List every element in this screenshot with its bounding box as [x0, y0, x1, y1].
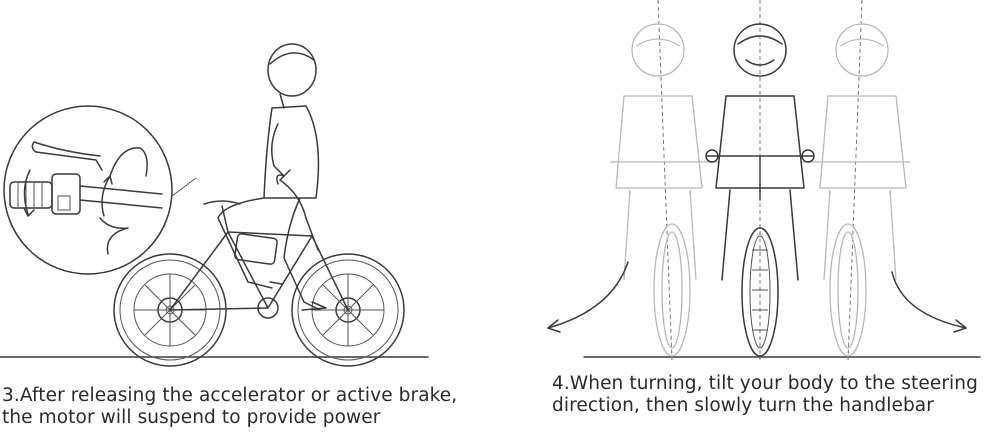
tilt-axis-left: [657, 0, 673, 361]
step-4-caption: 4.When turning, tilt your body to the st…: [552, 373, 978, 417]
rider-icon: [217, 43, 327, 311]
throttle-brake-inset-icon: [3, 105, 197, 275]
turn-right-arrow-icon: [891, 271, 967, 333]
step-3-caption-line-1: 3.After releasing the accelerator or act…: [2, 385, 458, 406]
step-3-illustration: [0, 43, 429, 367]
step-3-caption-line-2: the motor will suspend to provide power: [2, 407, 381, 428]
rider-upright-icon: [705, 23, 815, 357]
step-3-caption: 3.After releasing the accelerator or act…: [2, 385, 457, 429]
step-4-caption-line-2: direction, then slowly turn the handleba…: [552, 395, 934, 416]
step-4-illustration: [547, 0, 981, 361]
rider-tilt-left-icon: [610, 23, 720, 357]
bike-frame-icon: [169, 169, 349, 319]
panel-step-4: 4.When turning, tilt your body to the st…: [520, 0, 986, 440]
tilt-axis-right: [847, 0, 863, 361]
step-4-caption-line-1: 4.When turning, tilt your body to the st…: [552, 373, 978, 394]
rider-tilt-right-icon: [800, 23, 910, 357]
turn-left-arrow-icon: [547, 261, 629, 333]
panel-step-3: 3.After releasing the accelerator or act…: [0, 0, 470, 440]
